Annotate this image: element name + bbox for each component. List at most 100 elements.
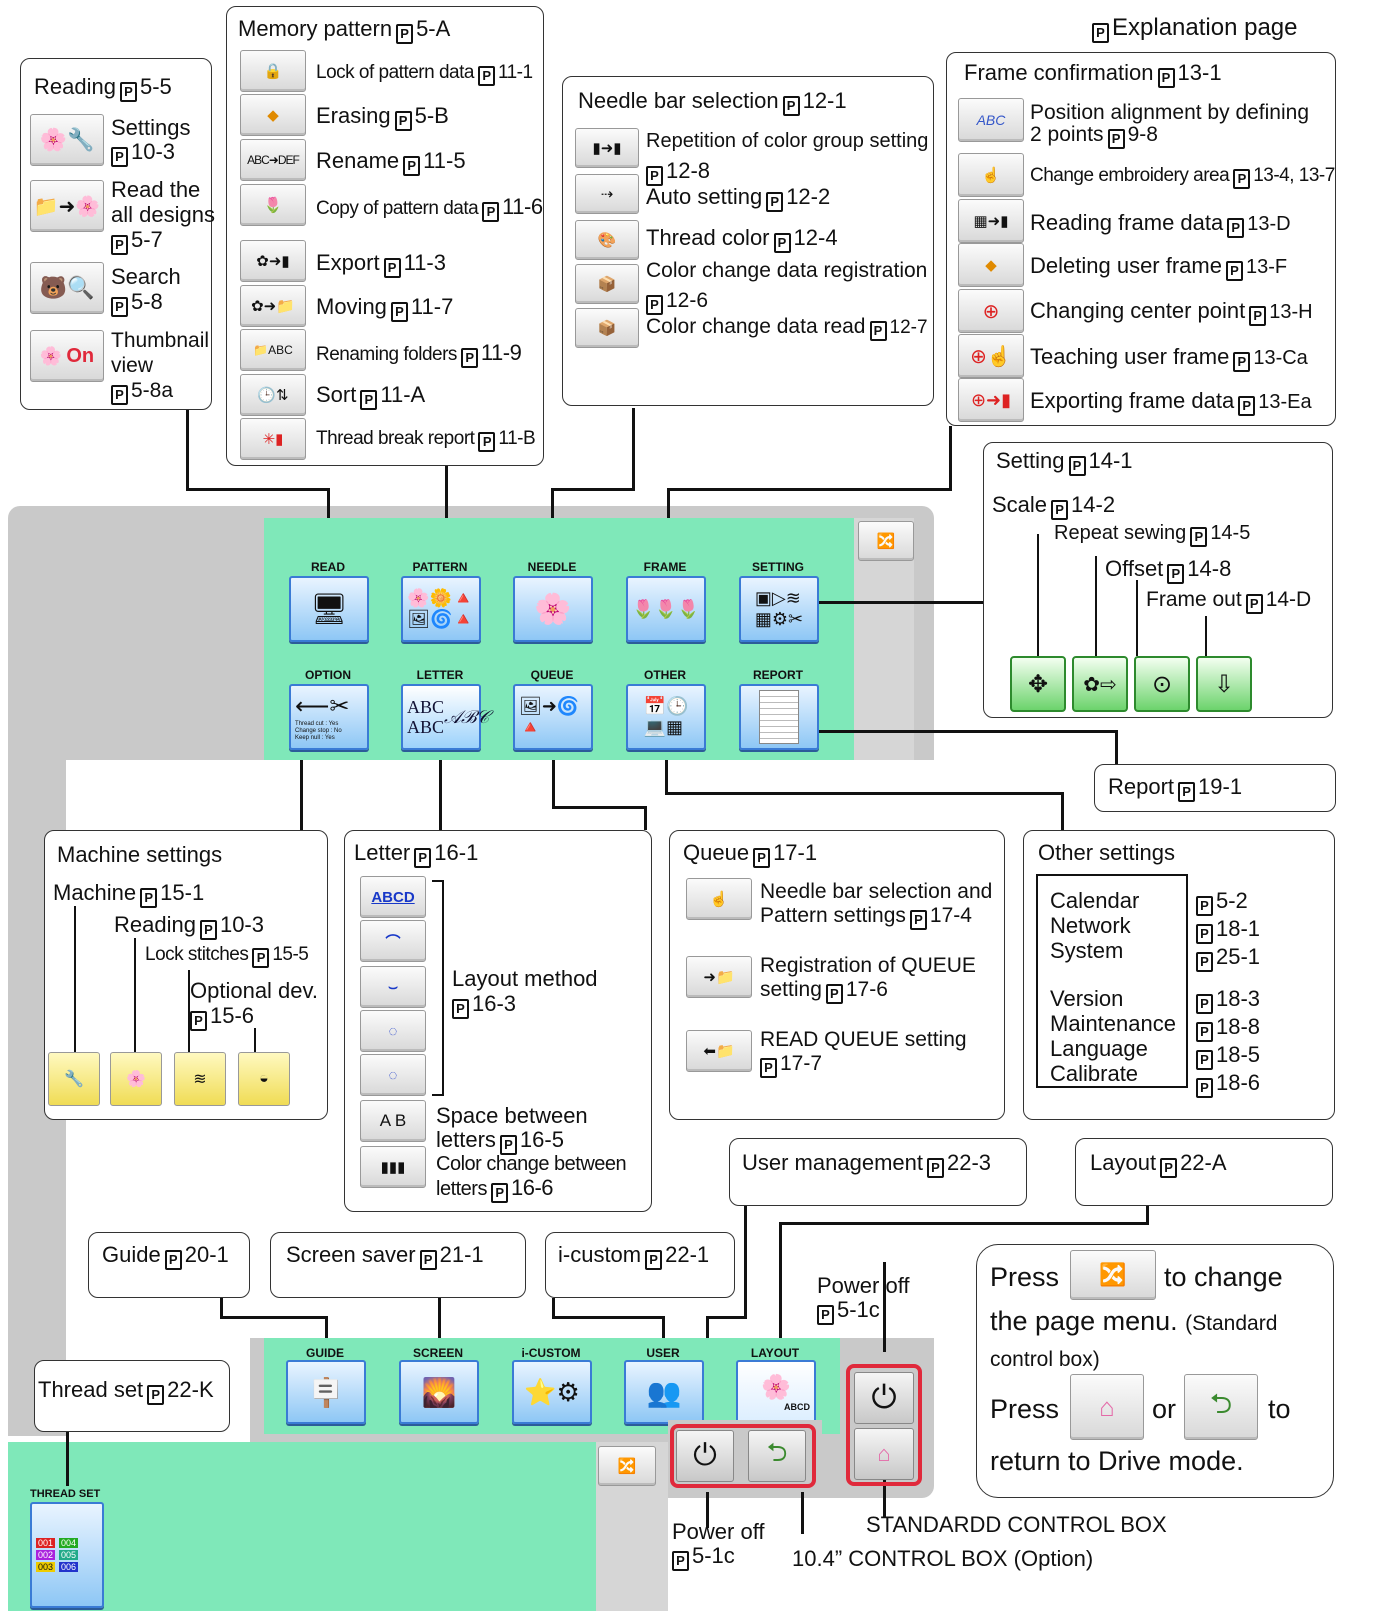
return-button-option[interactable]: ⮌	[748, 1430, 806, 1482]
thread-break-button[interactable]: ✳▮	[240, 418, 306, 460]
instruction-return-icon: ⮌	[1184, 1374, 1258, 1440]
color-change-register-button[interactable]: 📦	[575, 264, 639, 304]
sort-button[interactable]: 🕒⇅	[240, 374, 306, 416]
delete-frame-button[interactable]: ◆	[958, 243, 1024, 287]
letter-color-change-button[interactable]: ▮▮▮	[360, 1146, 426, 1188]
layout-straight-button[interactable]: ABCD	[360, 876, 426, 918]
frame-out-button[interactable]: ⇩	[1196, 656, 1252, 712]
position-alignment-button[interactable]: ABC	[958, 98, 1024, 142]
screen-menu-label: SCREEN	[412, 1346, 463, 1360]
other-menu-button[interactable]: 📅🕒💻▦	[626, 684, 706, 750]
layout-arc-up-button[interactable]: ⌒	[360, 920, 426, 962]
auto-setting-button[interactable]: ⇢	[575, 174, 639, 214]
queue-read-button[interactable]: ⬅📁	[686, 1030, 752, 1072]
needle-menu-button[interactable]: 🌸	[513, 576, 593, 642]
pattern-menu-button[interactable]: 🌸🌼🔺🖼🌀🔺	[401, 576, 481, 642]
screen-menu-button[interactable]: 🌄	[399, 1360, 479, 1424]
page3-change-button[interactable]: 🔀	[598, 1446, 656, 1486]
user-menu-button[interactable]: 👥	[624, 1360, 704, 1424]
queue-register-button[interactable]: ➜📁	[686, 956, 752, 998]
export-frame-button[interactable]: ⊕➜▮	[958, 378, 1024, 422]
offset-button[interactable]: ⊙	[1134, 656, 1190, 712]
read-menu-label: READ	[310, 560, 345, 574]
layout-circle-reverse-button[interactable]: ◌	[360, 1054, 426, 1096]
report-menu-button[interactable]	[739, 684, 819, 750]
machine-button[interactable]: 🔧	[48, 1052, 100, 1106]
pattern-menu-label: PATTERN	[412, 560, 468, 574]
layout-arc-down-button[interactable]: ⌣	[360, 966, 426, 1008]
power-off-button-option[interactable]: ⏻	[676, 1430, 734, 1482]
queue-needle-button[interactable]: ☝	[686, 878, 752, 920]
rename-button[interactable]: ABC➜DEF	[240, 139, 306, 181]
embroidery-area-button[interactable]: ☝	[958, 153, 1024, 197]
teaching-frame-button[interactable]: ⊕☝	[958, 334, 1024, 378]
repetition-button[interactable]: ▮➜▮	[575, 128, 639, 168]
home-button-standard[interactable]: ⌂	[854, 1428, 914, 1480]
read-menu-button[interactable]: 🖥	[289, 576, 369, 642]
queue-menu-button[interactable]: 🖼➜🌀🔺	[513, 684, 593, 750]
other-menu-label: OTHER	[644, 668, 686, 682]
rename-folder-button[interactable]: 📁ABC	[240, 329, 306, 371]
page-change-button[interactable]: 🔀	[858, 521, 914, 561]
scale-button[interactable]: ✥	[1010, 656, 1066, 712]
read-all-designs-button[interactable]: 📁➜🌸	[30, 180, 104, 232]
color-change-read-button[interactable]: 📦	[575, 308, 639, 348]
report-menu-label: REPORT	[752, 668, 803, 682]
center-point-button[interactable]: ⊕	[958, 289, 1024, 333]
letter-space-button[interactable]: A B	[360, 1100, 426, 1142]
letter-menu-label: LETTER	[416, 668, 464, 682]
copy-button[interactable]: 🌷	[240, 184, 306, 226]
search-button[interactable]: 🐻🔍	[30, 262, 104, 314]
instruction-home-icon: ⌂	[1070, 1374, 1144, 1440]
reading-frame-button[interactable]: ▦➜▮	[958, 199, 1024, 243]
other-settings-title: Other settings	[1038, 840, 1175, 865]
instruction-page-change-icon: 🔀	[1070, 1250, 1156, 1300]
lock-stitches-button[interactable]: ≋	[174, 1052, 226, 1106]
move-button[interactable]: ✿➜📁	[240, 285, 306, 327]
optional-device-button[interactable]: ◒	[238, 1052, 290, 1106]
thumbnail-view-button[interactable]: 🌸On	[30, 330, 104, 382]
lock-icon[interactable]: 🔒	[240, 50, 306, 92]
instruction-press-1: Press	[990, 1262, 1060, 1292]
guide-menu-button[interactable]: 🪧	[286, 1360, 366, 1424]
repeat-sewing-button[interactable]: ✿⇨	[1072, 656, 1128, 712]
thread-color-button[interactable]: 🎨	[575, 220, 639, 260]
instruction-page-menu: the page menu. (Standard	[990, 1306, 1278, 1336]
layout-panel	[1075, 1138, 1333, 1206]
erase-button[interactable]: ◆	[240, 94, 306, 136]
settings-button[interactable]: 🌸🔧	[30, 114, 104, 166]
power-off-button-standard[interactable]: ⏻	[854, 1372, 914, 1424]
instruction-to-change: to change	[1164, 1262, 1283, 1292]
i-custom-menu-button[interactable]: ⭐⚙	[512, 1360, 592, 1424]
layout-circle-button[interactable]: ◌	[360, 1010, 426, 1052]
export-button[interactable]: ✿➜▮	[240, 240, 306, 282]
layout-menu-button[interactable]: 🌸ABCD	[736, 1360, 816, 1424]
frame-menu-button[interactable]: 🌷🌷🌷	[626, 576, 706, 642]
setting-menu-button[interactable]: ▣▷≋▦⚙✂	[739, 576, 819, 642]
reading-settings-button[interactable]: 🌸	[110, 1052, 162, 1106]
